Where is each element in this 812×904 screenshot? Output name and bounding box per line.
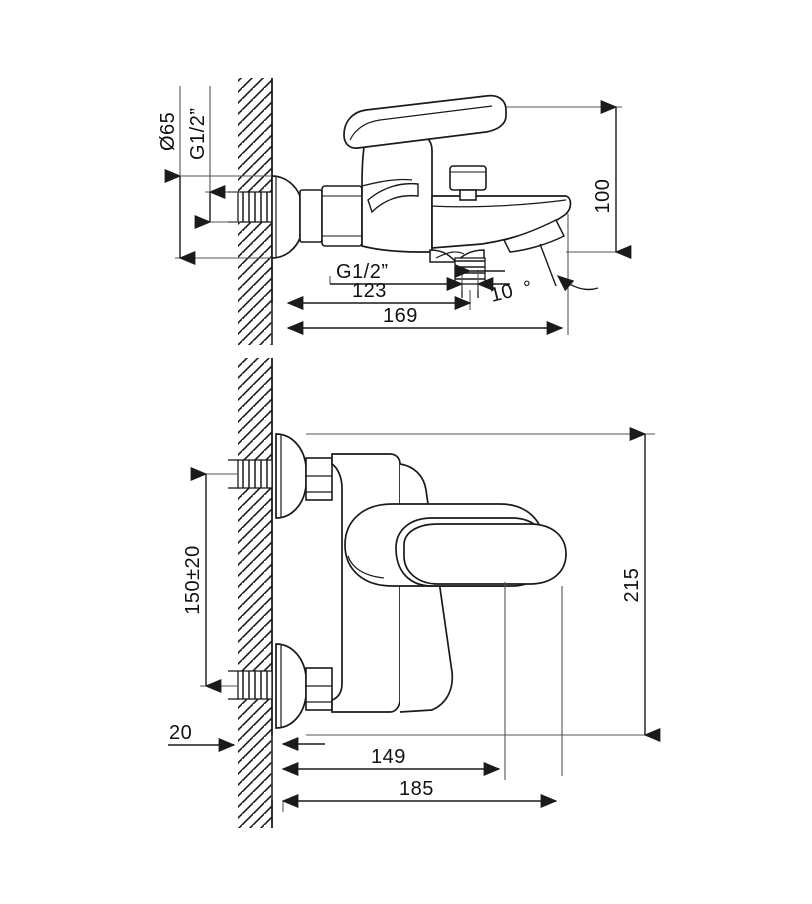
label-185: 185 [399,778,434,800]
diverter-button [449,165,487,201]
spout-side [429,195,572,264]
connector-nut-lower [305,667,333,711]
label-150-plusminus-20: 150±20 [182,545,204,615]
label-149: 149 [371,746,406,768]
connector-nut-top [299,185,363,247]
wall-section-bottom [238,358,273,828]
label-100: 100 [592,179,614,214]
label-123: 123 [352,280,387,302]
escutcheon-top [271,175,301,259]
label-g-half-outlet: G1/2” [336,261,389,283]
label-20: 20 [169,722,192,744]
label-10-degrees: 10 [488,280,516,307]
lever-handle-front [344,503,567,587]
inlet-thread-upper [228,459,273,489]
label-g-half-inlet: G1/2” [187,107,209,160]
connector-nut-upper [305,457,333,501]
label-215: 215 [621,568,643,603]
side-view-dimensions: Ø65 G1/2” G1/2” 123 169 100 [157,86,632,345]
lever-handle-side [343,94,507,149]
front-view-group [228,358,567,828]
inlet-thread-lower [228,670,273,700]
degree-symbol-icon: ° [523,278,531,299]
label-diameter-65: Ø65 [157,112,179,151]
label-169: 169 [383,305,418,327]
side-view-group [228,78,572,345]
angle-10-group: 10 ° [454,243,599,307]
front-view-dimensions: 150±20 20 149 185 215 [168,427,661,812]
mixer-body-side [361,131,433,253]
